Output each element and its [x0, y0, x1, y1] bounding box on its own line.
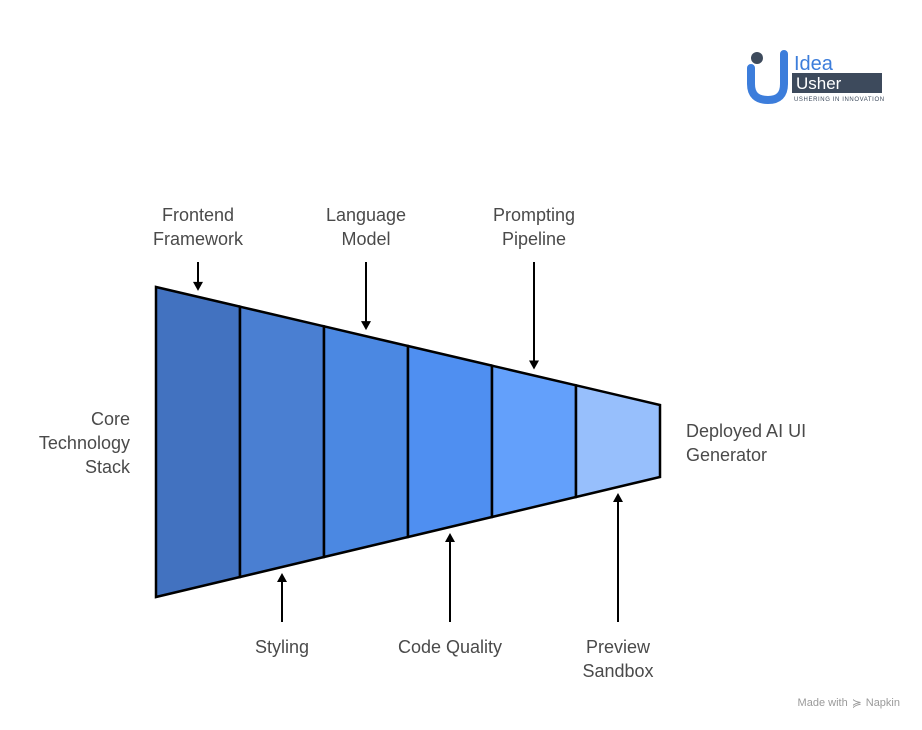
bottom-label-styling: Styling	[255, 637, 309, 657]
arrow-up-styling-head-icon	[277, 573, 287, 582]
funnel-segment-code-quality	[406, 344, 494, 539]
arrow-up-preview-sandbox-head-icon	[613, 493, 623, 502]
napkin-logo-icon: ≽	[851, 696, 862, 710]
made-with-napkin: Made with ≽ Napkin	[798, 696, 900, 710]
funnel-segment-preview-sandbox	[574, 383, 662, 499]
arrow-up-code-quality-head-icon	[445, 533, 455, 542]
bottom-label-code-quality: Code Quality	[398, 637, 502, 657]
funnel-segment-styling	[238, 305, 326, 579]
right-label-deployed-ai-ui-generator: Deployed AI UI	[686, 421, 806, 441]
idea-usher-logo: Idea Usher USHERING IN INNOVATION	[746, 46, 886, 105]
arrow-down-language-model-head-icon	[361, 321, 371, 331]
left-label-core-technology-stack: Technology	[39, 433, 130, 453]
left-label-core-technology-stack: Core	[91, 409, 130, 429]
logo-mark-icon: Idea Usher USHERING IN INNOVATION	[747, 50, 885, 105]
funnel-segment-language-model	[322, 324, 410, 559]
watermark-prefix: Made with	[797, 697, 848, 709]
left-label-core-technology-stack: Stack	[85, 457, 131, 477]
logo-tagline: USHERING IN INNOVATION	[794, 97, 885, 103]
funnel-arrows	[193, 262, 623, 622]
top-label-frontend-framework: Framework	[153, 229, 244, 249]
right-label-deployed-ai-ui-generator: Generator	[686, 445, 767, 465]
logo-text-usher: Usher	[796, 74, 842, 93]
logo-text-idea: Idea	[794, 53, 834, 75]
funnel-segment-prompting-pipeline	[490, 364, 578, 519]
bottom-label-preview-sandbox: Sandbox	[582, 661, 653, 681]
arrow-down-frontend-framework-head-icon	[193, 281, 203, 291]
top-label-frontend-framework: Frontend	[162, 205, 234, 225]
funnel-segment-frontend-framework	[154, 285, 242, 599]
top-label-language-model: Model	[341, 229, 390, 249]
bottom-label-preview-sandbox: Preview	[586, 637, 651, 657]
top-label-language-model: Language	[326, 205, 406, 225]
top-label-prompting-pipeline: Pipeline	[502, 229, 566, 249]
arrow-down-prompting-pipeline-head-icon	[529, 360, 539, 370]
funnel-segments	[154, 285, 662, 599]
watermark-brand: Napkin	[865, 697, 900, 709]
top-label-prompting-pipeline: Prompting	[493, 205, 575, 225]
